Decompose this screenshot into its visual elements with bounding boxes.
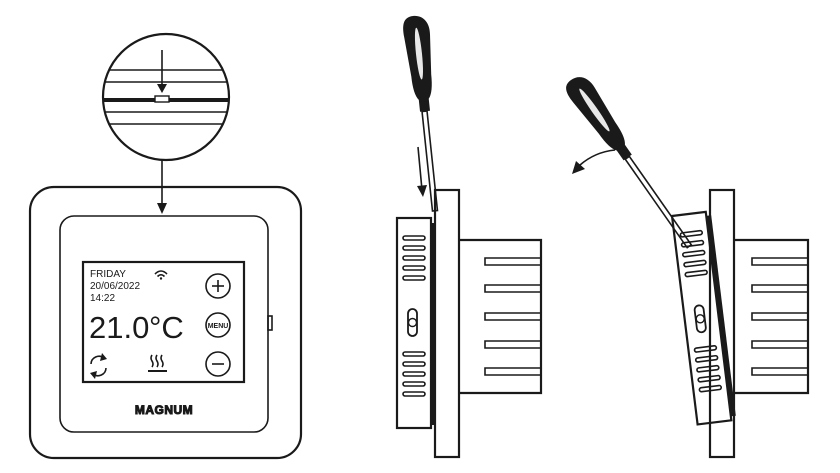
rear-fins-right (751, 257, 808, 376)
detail-pointer-arrow (157, 160, 167, 214)
side-view-insert (395, 188, 543, 459)
lever-rotation-arrow (572, 149, 616, 174)
date-label: 20/06/2022 (90, 281, 140, 292)
back-plate-right (708, 188, 736, 459)
heating-icon (148, 354, 167, 372)
side-view-lever (670, 188, 810, 459)
rear-housing (459, 238, 543, 395)
rear-housing-right (734, 238, 810, 395)
magnifier-detail (101, 32, 231, 162)
wifi-icon (154, 270, 168, 280)
front-slots (402, 235, 426, 397)
temperature-value: 21.0 (89, 310, 149, 345)
temperature-unit: °C (149, 310, 184, 345)
screwdriver-icon (566, 77, 693, 249)
plus-button[interactable] (205, 273, 231, 299)
thermostat-front (28, 185, 303, 460)
sync-icon (90, 353, 107, 379)
time-label: 14:22 (90, 293, 115, 304)
menu-label: MENU (208, 323, 229, 330)
rear-fins (484, 257, 541, 376)
back-plate (433, 188, 461, 459)
front-module (395, 216, 433, 430)
brand-logo: MAGNUM (135, 403, 193, 417)
day-label: FRIDAY (90, 269, 126, 280)
thermostat-screen: FRIDAY 20/06/2022 14:22 21.0 °C MENU (89, 269, 231, 418)
screwdriver-icon (403, 15, 439, 212)
push-down-arrow (417, 146, 427, 197)
minus-button[interactable] (205, 351, 231, 377)
front-module-tilted (670, 210, 736, 426)
menu-button[interactable]: MENU (205, 312, 231, 338)
